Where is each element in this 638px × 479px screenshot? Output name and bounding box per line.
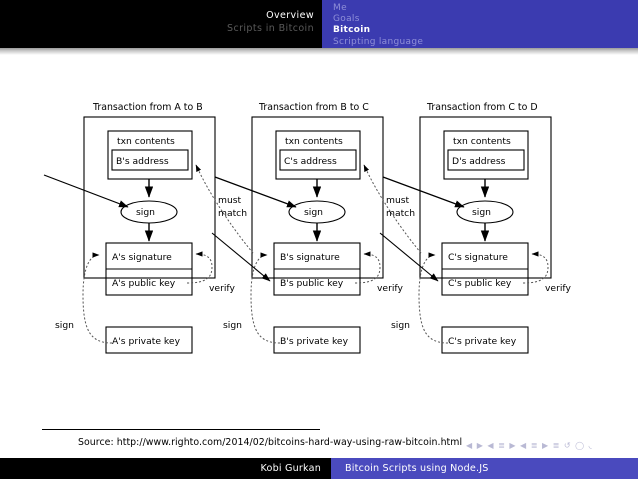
signature-box-1: A's signature xyxy=(112,252,172,263)
must-match-connector-2: must match xyxy=(363,164,422,254)
sign-side-label-2: sign xyxy=(223,320,242,331)
footer-section-author: Kobi Gurkan xyxy=(0,458,331,479)
topbar-section-right: Me Goals Bitcoin Scripting language xyxy=(322,0,638,48)
nav-item-overview[interactable]: Overview xyxy=(266,10,314,21)
sign-side-label-3: sign xyxy=(391,320,410,331)
txn-contents-label-3: txn contents xyxy=(453,136,511,147)
column-title-2: Transaction from B to C xyxy=(258,102,369,113)
public-key-box-3: C's public key xyxy=(448,278,512,289)
nav-item-bitcoin[interactable]: Bitcoin xyxy=(333,25,371,36)
slide-content-area: Transaction from A to B txn contents B's… xyxy=(0,55,638,455)
sign-ellipse-2: sign xyxy=(304,207,323,218)
sign-ellipse-3: sign xyxy=(472,207,491,218)
nav-item-me[interactable]: Me xyxy=(333,3,347,13)
verify-label-2: verify xyxy=(377,283,403,294)
public-key-box-2: B's public key xyxy=(280,278,344,289)
address-box-3: D's address xyxy=(452,156,506,167)
footer-section-title: Bitcoin Scripts using Node.JS xyxy=(331,458,638,479)
footer-author-label: Kobi Gurkan xyxy=(260,463,321,474)
column-title-1: Transaction from A to B xyxy=(92,102,203,113)
footnote-separator-rule xyxy=(42,429,320,430)
transaction-column-c-to-d: Transaction from C to D txn contents D's… xyxy=(379,102,571,354)
address-box-1: B's address xyxy=(116,156,169,167)
transaction-chain-diagram: Transaction from A to B txn contents B's… xyxy=(0,55,638,385)
slide-footer-bar: Kobi Gurkan Bitcoin Scripts using Node.J… xyxy=(0,458,638,479)
must-match-label-2-line2: match xyxy=(386,208,415,219)
private-key-box-2: B's private key xyxy=(280,336,349,347)
must-match-label-1-line1: must xyxy=(218,195,242,206)
must-match-label-2-line1: must xyxy=(386,195,410,206)
sign-ellipse-1: sign xyxy=(136,207,155,218)
topbar-drop-shadow xyxy=(0,48,638,55)
txn-contents-label-2: txn contents xyxy=(285,136,343,147)
verify-label-3: verify xyxy=(545,283,571,294)
nav-item-goals[interactable]: Goals xyxy=(333,14,360,25)
footer-title-label: Bitcoin Scripts using Node.JS xyxy=(345,463,489,474)
public-key-box-1: A's public key xyxy=(112,278,176,289)
txn-contents-label-1: txn contents xyxy=(117,136,175,147)
beamer-navigation-symbols[interactable]: ◀ ▶ ◀ ≣ ▶ ◀ ≣ ▶ ≣ ↺ ◯ ◟ xyxy=(466,441,631,453)
transaction-column-b-to-c: Transaction from B to C txn contents C's… xyxy=(211,102,403,354)
nav-item-scripts-in-bitcoin[interactable]: Scripts in Bitcoin xyxy=(227,23,314,34)
sign-side-label-1: sign xyxy=(55,320,74,331)
must-match-label-1-line2: match xyxy=(218,208,247,219)
source-citation: Source: http://www.righto.com/2014/02/bi… xyxy=(78,437,463,448)
address-box-2: C's address xyxy=(284,156,337,167)
topbar-section-left: Overview Scripts in Bitcoin xyxy=(0,0,322,48)
beamer-nav-glyphs[interactable]: ◀ ▶ ◀ ≣ ▶ ◀ ≣ ▶ ≣ ↺ ◯ ◟ xyxy=(466,441,593,450)
must-match-connector-1: must match xyxy=(195,164,254,254)
private-key-box-1: A's private key xyxy=(112,336,181,347)
signature-box-2: B's signature xyxy=(280,252,340,263)
verify-label-1: verify xyxy=(209,283,235,294)
signature-box-3: C's signature xyxy=(448,252,508,263)
private-key-box-3: C's private key xyxy=(448,336,517,347)
column-title-3: Transaction from C to D xyxy=(426,102,538,113)
subsection-nav-list: Me Goals Bitcoin Scripting language xyxy=(333,3,423,48)
section-nav-list: Overview Scripts in Bitcoin xyxy=(227,9,314,35)
transaction-column-a-to-b: Transaction from A to B txn contents B's… xyxy=(43,102,235,354)
top-navigation-bar: Overview Scripts in Bitcoin Me Goals Bit… xyxy=(0,0,638,55)
nav-item-scripting-language[interactable]: Scripting language xyxy=(333,36,424,47)
